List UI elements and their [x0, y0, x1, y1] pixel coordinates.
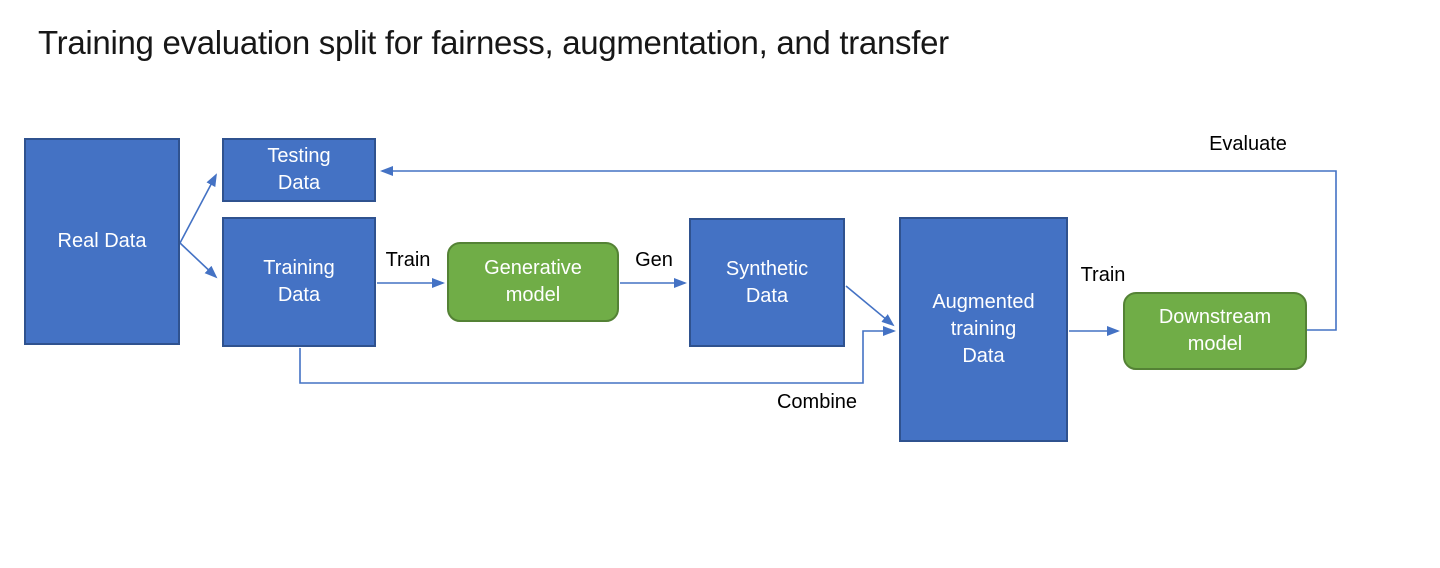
edge-label-gen: Gen	[635, 249, 673, 271]
node-label: Synthetic Data	[725, 257, 809, 307]
edge-real-to-testing	[179, 173, 217, 244]
node-label: Generative model	[484, 257, 582, 306]
node-label: Downstream model	[1158, 306, 1272, 355]
node-augmented-training-data: Augmented training Data	[899, 217, 1068, 442]
node-real-data: Real Data	[24, 138, 180, 345]
edge-synthetic-to-augmented	[845, 285, 895, 327]
node-testing-data: Testing Data	[222, 138, 376, 202]
edge-label-train-generative: Train	[385, 249, 431, 271]
node-generative-model: Generative model	[447, 242, 619, 322]
node-label: Testing Data	[267, 145, 331, 194]
edge-label-evaluate: Evaluate	[1209, 133, 1287, 155]
edge-real-to-training	[179, 242, 218, 279]
node-downstream-model: Downstream model	[1123, 292, 1307, 370]
node-label: Training Data	[263, 257, 335, 306]
node-synthetic-data: Synthetic Data	[689, 218, 845, 347]
node-training-data: Training Data	[222, 217, 376, 347]
diagram-title: Training evaluation split for fairness, …	[38, 24, 949, 61]
node-label: Real Data	[57, 230, 147, 252]
node-label: Augmented training Data	[932, 291, 1035, 367]
edge-label-train-downstream: Train	[1080, 264, 1126, 286]
edge-label-combine: Combine	[776, 391, 858, 413]
